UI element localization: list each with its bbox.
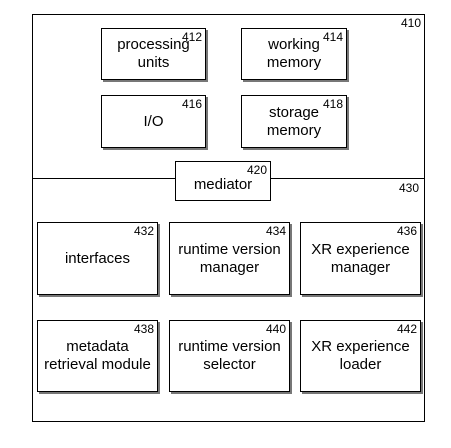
io-ref: 416 xyxy=(181,97,202,111)
metadata-retrieval-module-ref: 438 xyxy=(133,322,154,336)
runtime-version-manager-label: runtime version manager xyxy=(178,240,281,276)
storage-memory-label: storage memory xyxy=(266,103,322,139)
metadata-retrieval-module-box: 438 metadata retrieval module xyxy=(37,320,158,392)
interfaces-ref: 432 xyxy=(133,224,154,238)
mediator-box: 420 mediator xyxy=(175,161,271,201)
mediator-ref: 420 xyxy=(246,163,267,177)
xr-experience-loader-box: 442 XR experience loader xyxy=(300,320,421,392)
xr-experience-loader-label: XR experience loader xyxy=(311,338,410,373)
processing-units-box: 412 processing units xyxy=(101,28,206,80)
working-memory-ref: 414 xyxy=(322,30,343,44)
processing-units-label: processing units xyxy=(117,36,190,71)
runtime-version-manager-ref: 434 xyxy=(265,224,286,238)
interfaces-box: 432 interfaces xyxy=(37,222,158,295)
xr-experience-loader-ref: 442 xyxy=(396,322,417,336)
interfaces-label: interfaces xyxy=(64,249,131,267)
xr-experience-manager-label: XR experience manager xyxy=(311,240,410,276)
runtime-version-selector-label: runtime version selector xyxy=(178,338,281,373)
runtime-version-selector-box: 440 runtime version selector xyxy=(169,320,290,392)
lower-frame-ref: 430 xyxy=(399,181,420,195)
mediator-label: mediator xyxy=(193,176,253,193)
storage-memory-box: 418 storage memory xyxy=(241,95,347,148)
processing-units-ref: 412 xyxy=(181,30,202,44)
xr-experience-manager-box: 436 XR experience manager xyxy=(300,222,421,295)
upper-frame-ref: 410 xyxy=(400,16,421,30)
io-box: 416 I/O xyxy=(101,95,206,148)
runtime-version-manager-box: 434 runtime version manager xyxy=(169,222,290,295)
storage-memory-ref: 418 xyxy=(322,97,343,111)
xr-experience-manager-ref: 436 xyxy=(396,224,417,238)
runtime-version-selector-ref: 440 xyxy=(265,322,286,336)
working-memory-label: working memory xyxy=(266,36,322,71)
metadata-retrieval-module-label: metadata retrieval module xyxy=(44,338,151,373)
io-label: I/O xyxy=(143,112,164,130)
working-memory-box: 414 working memory xyxy=(241,28,347,80)
